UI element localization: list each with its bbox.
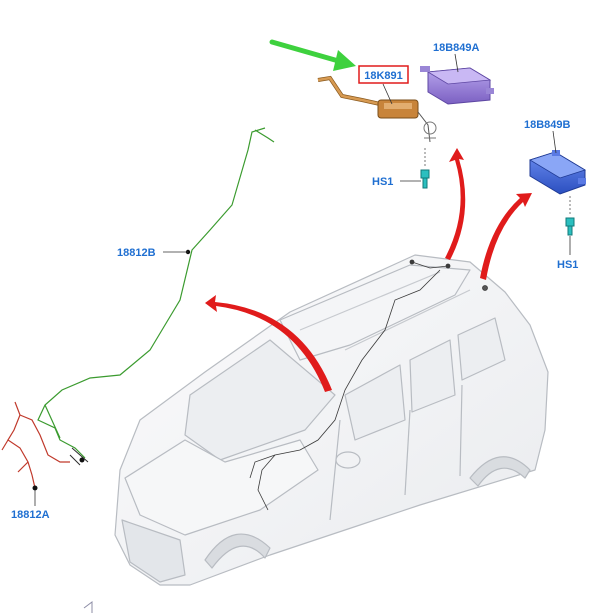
sensor-harness	[317, 75, 437, 143]
screw-fastener-2	[565, 196, 575, 255]
wiring-harness-green	[37, 127, 275, 466]
green-pointer-arrow	[269, 39, 356, 71]
callout-18812b: 18812B	[117, 247, 156, 259]
module-box-a	[420, 66, 494, 105]
callout-18k891: 18K891	[364, 70, 403, 82]
flow-arrow-windshield	[205, 295, 332, 392]
callout-18b849b: 18B849B	[524, 119, 571, 131]
interior-harness	[249, 259, 488, 511]
callout-18812a: 18812A	[11, 509, 50, 521]
vehicle-body	[114, 254, 549, 586]
module-box-b	[529, 150, 586, 195]
callout-hs1-left: HS1	[372, 176, 393, 188]
callout-18b849a: 18B849A	[433, 42, 480, 54]
screw-fastener-1	[400, 148, 430, 189]
callout-labels: 18K891 18B849A 18B849B 18812B 18812A HS1…	[11, 42, 578, 521]
callout-hs1-right: HS1	[557, 259, 578, 271]
corner-mark-icon	[83, 601, 93, 613]
wiring-harness-red	[1, 401, 70, 491]
flow-arrow-sensor	[445, 148, 466, 260]
highlight-box	[358, 65, 409, 84]
flow-arrow-module-b	[480, 193, 532, 280]
flow-arrows	[205, 148, 532, 392]
